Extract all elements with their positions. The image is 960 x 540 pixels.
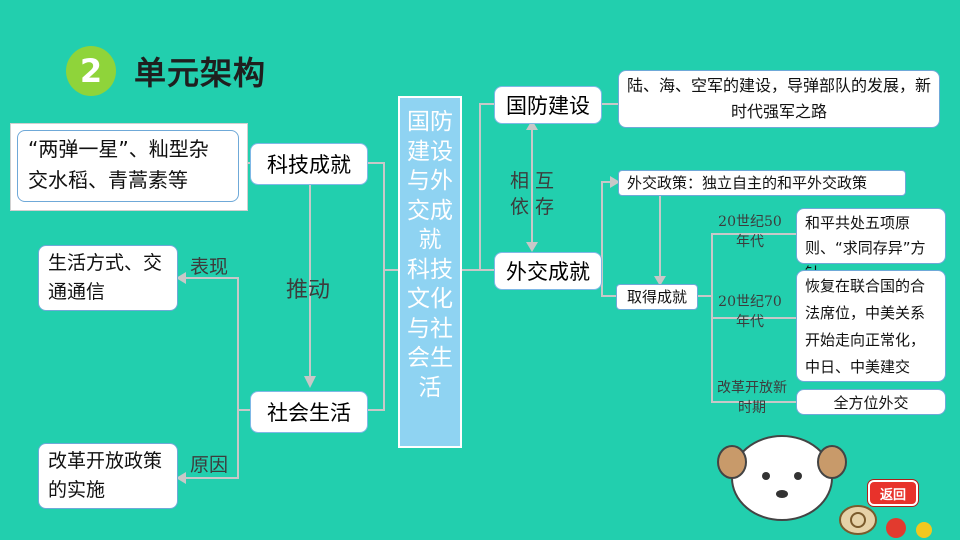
center-topic-line: 就 bbox=[418, 227, 442, 253]
achieve-box: 取得成就 bbox=[616, 284, 698, 310]
back-button[interactable]: 返回 bbox=[868, 480, 918, 506]
defense-detail-box: 陆、海、空军的建设，导弹部队的发展，新时代强军之路 bbox=[618, 70, 940, 128]
push-label: 推动 bbox=[286, 278, 331, 303]
tech-achievement-node: 科技成就 bbox=[250, 143, 368, 185]
manifest-label: 表现 bbox=[190, 256, 229, 278]
era-1970s-label: 20世纪70年代 bbox=[718, 294, 782, 330]
center-topic: 国防建设与外交成就科技文化与社会生活 bbox=[398, 96, 462, 448]
mutual-label: 相互依存 bbox=[510, 170, 561, 218]
center-topic-line: 科技 bbox=[407, 256, 453, 283]
center-topic-line: 与社 bbox=[407, 315, 453, 342]
tech-detail-box: “两弹一星”、籼型杂交水稻、青蒿素等 bbox=[17, 130, 239, 202]
center-topic-line: 会生 bbox=[407, 345, 453, 371]
center-topic-line: 国防 bbox=[407, 109, 453, 135]
tech-detail-frame: “两弹一星”、籼型杂交水稻、青蒿素等 bbox=[10, 123, 248, 211]
era-reform-label: 改革开放新时期 bbox=[717, 380, 787, 416]
center-topic-line: 文化 bbox=[407, 286, 453, 312]
policy-box: 外交政策：独立自主的和平外交政策 bbox=[618, 170, 906, 196]
social-life-node: 社会生活 bbox=[250, 391, 368, 433]
center-topic-line: 活 bbox=[418, 374, 442, 401]
reason-label: 原因 bbox=[190, 454, 229, 476]
center-topic-line: 交成 bbox=[407, 197, 453, 224]
reform-box: 改革开放政策的实施 bbox=[38, 443, 178, 509]
center-topic-line: 建设 bbox=[407, 138, 453, 165]
era-reform-detail: 全方位外交 bbox=[796, 389, 946, 415]
era-1950s-detail: 和平共处五项原则、“求同存异”方针 bbox=[796, 208, 946, 282]
lifestyle-box: 生活方式、交通通信 bbox=[38, 245, 178, 311]
page-title: 单元架构 bbox=[134, 54, 267, 92]
era-1950s-label: 20世纪50年代 bbox=[718, 214, 782, 250]
defense-node: 国防建设 bbox=[494, 86, 602, 124]
center-topic-line: 与外 bbox=[407, 168, 453, 194]
section-number-badge: 2 bbox=[66, 46, 116, 96]
era-1970s-detail: 恢复在联合国的合法席位，中美关系开始走向正常化，中日、中美建交 bbox=[796, 270, 946, 382]
diplomacy-node: 外交成就 bbox=[494, 252, 602, 290]
